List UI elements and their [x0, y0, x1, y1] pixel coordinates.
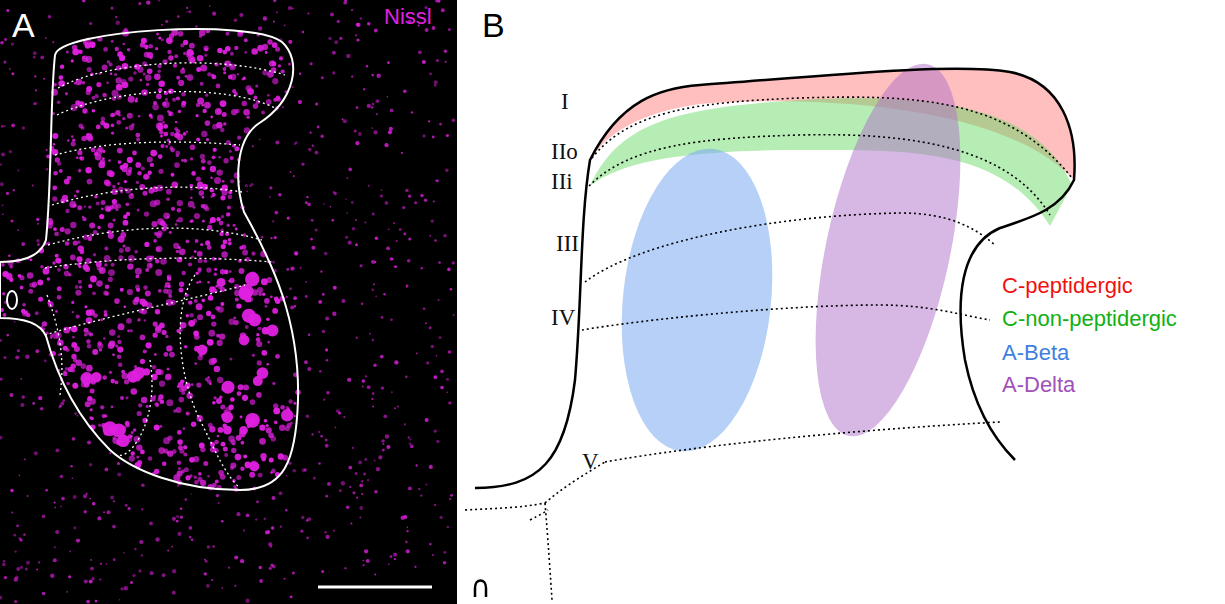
central-canal: [475, 581, 486, 598]
central-canal: [7, 291, 17, 309]
nissl-cells: [0, 0, 455, 603]
micrograph-ground: [0, 0, 457, 604]
grey-matter-outline: [0, 29, 298, 490]
lamina-label: IV: [551, 306, 575, 329]
panel-letter: A: [12, 8, 35, 42]
lamina-borders: [465, 97, 1072, 600]
scale-bar: [318, 586, 432, 589]
dorsal-horn-outline: [475, 69, 1075, 488]
legend-entry: A-Delta: [1002, 374, 1075, 396]
a-delta-zone: [788, 51, 988, 448]
lamina-label: V: [582, 450, 599, 473]
lamina-label: IIi: [551, 170, 573, 193]
lamina-label: I: [561, 90, 569, 113]
panel-letter: B: [482, 8, 505, 42]
a-beta-zone: [608, 141, 787, 459]
lamina-label: IIo: [551, 140, 578, 163]
legend-entry: C-peptidergic: [1002, 275, 1133, 297]
legend-entry: C-non-peptidergic: [1002, 308, 1177, 330]
legend-entry: A-Beta: [1002, 342, 1069, 364]
stain-label: Nissl: [384, 6, 432, 28]
lamina-label: III: [556, 232, 579, 255]
lamina-borders: [45, 63, 285, 488]
